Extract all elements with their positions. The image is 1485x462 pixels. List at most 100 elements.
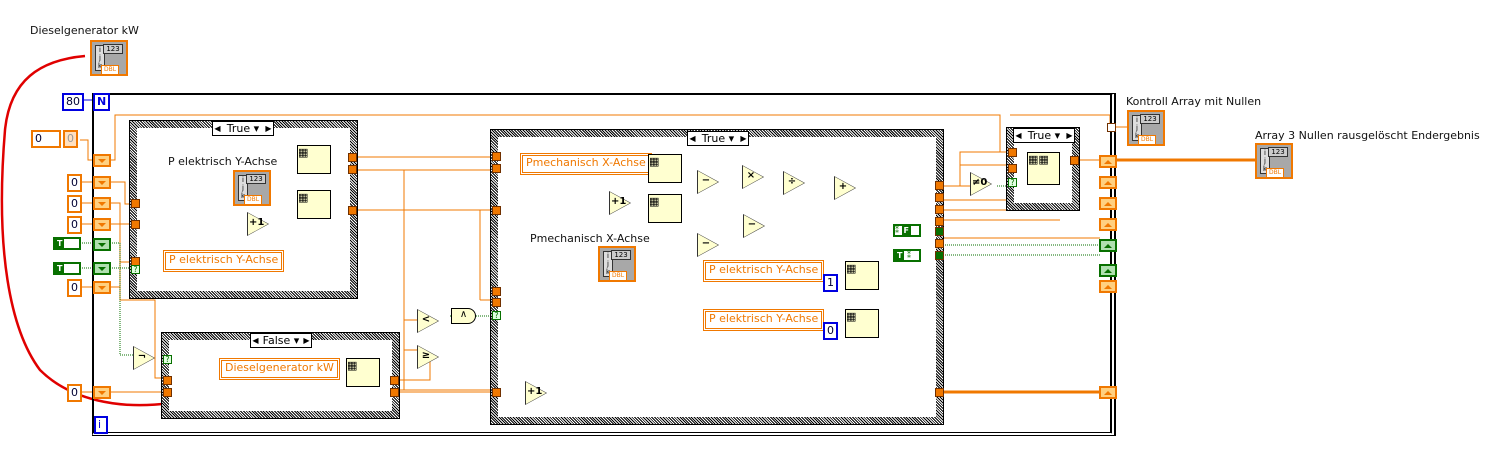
shift-register-right[interactable] [1099,280,1117,293]
tunnel [131,199,140,208]
shift-register-right[interactable] [1099,176,1117,189]
p-elektrisch-local-variable[interactable]: P elektrisch Y-Achse [703,260,825,282]
shift-register-right[interactable] [1099,197,1117,210]
tunnel [935,205,944,214]
tunnel [492,298,501,307]
shift-register-right[interactable] [1099,264,1117,277]
tunnel [348,165,357,174]
tunnel [492,152,501,161]
subtract-node[interactable]: − [743,214,765,238]
index-array-node[interactable]: ▦ [845,261,879,290]
tunnel [935,193,944,202]
shift-register-left[interactable] [93,197,111,210]
numeric-icon: 123 [1140,114,1160,124]
tunnel [348,206,357,215]
index-array-node[interactable]: ▦ [648,194,682,223]
init-constant[interactable]: 0 [67,174,82,192]
pmech-array-label: Pmechanisch X-Achse [530,232,650,245]
shift-register-left[interactable] [93,176,111,189]
greater-equal-node[interactable]: ≥ [417,345,439,369]
and-node[interactable]: ∧ [451,308,476,324]
p-elektrisch-local-variable[interactable]: P elektrisch Y-Achse [163,250,285,272]
shift-register-left[interactable] [93,386,111,399]
boolean-constant-false[interactable]: ⁑ F [893,224,921,237]
kontroll-array-label: Kontroll Array mit Nullen [1126,95,1262,108]
shift-register-right[interactable] [1099,218,1117,231]
loop-count-constant[interactable]: 80 [62,93,84,111]
tunnel [163,388,172,397]
pmech-local-variable[interactable]: Pmechanisch X-Achse [520,153,652,175]
numeric-icon: 123 [1268,147,1288,157]
replace-array-subset-node[interactable]: ▦ [346,358,380,387]
count-terminal[interactable]: N [93,93,111,111]
not-equal-zero-node[interactable]: ≠0 [970,172,992,196]
case-selector[interactable]: ◀True ▾▶ [212,121,274,136]
boolean-constant-true[interactable]: T [53,262,81,275]
case-selector-terminal: ? [163,355,172,364]
tunnel [935,239,944,248]
tunnel [935,217,944,226]
increment-node[interactable]: +1 [609,191,631,215]
tunnel [935,251,944,260]
boolean-constant-true[interactable]: T [53,237,81,250]
shift-register-left[interactable] [93,262,111,275]
dbl-badge: DBL [1138,135,1156,145]
init-constant[interactable]: 0 [67,279,82,297]
init-constant[interactable]: 0 [67,384,82,402]
index-array-node[interactable]: ▦ [845,309,879,338]
case-selector[interactable]: ◀True ▾▶ [687,131,749,146]
replace-array-subset-node[interactable]: ▦ [297,190,331,219]
not-node[interactable]: ¬ [133,346,155,370]
increment-node[interactable]: +1 [247,212,269,236]
shift-register-left[interactable] [93,238,111,251]
subtract-node[interactable]: − [697,170,719,194]
shift-register-left[interactable] [93,218,111,231]
tunnel [935,388,944,397]
case-selector[interactable]: ◀True ▾▶ [1013,128,1075,143]
index-array-node[interactable]: ▦ [648,154,682,183]
subtract-node[interactable]: − [697,233,719,257]
less-than-node[interactable]: < [417,309,439,333]
shift-register-left[interactable] [93,281,111,294]
shift-register-right[interactable] [1099,239,1117,252]
diesel-local-variable[interactable]: Dieselgenerator kW [219,358,340,380]
add-node[interactable]: + [834,176,856,200]
endergebnis-label: Array 3 Nullen rausgelöscht Endergebnis [1255,129,1480,142]
case-selector-terminal: ? [492,311,501,320]
numeric-indicator: 0 [63,130,78,148]
index-constant[interactable]: 0 [823,322,838,340]
increment-node[interactable]: +1 [525,381,547,405]
p-elektrisch-local-variable[interactable]: P elektrisch Y-Achse [703,309,825,331]
index-constant[interactable]: 1 [823,274,838,292]
tunnel [1070,156,1079,165]
shift-register-left[interactable] [93,154,111,167]
init-constant[interactable]: 0 [67,195,82,213]
shift-register-right[interactable] [1099,155,1117,168]
tunnel [1008,148,1017,157]
case-selector[interactable]: ◀False ▾▶ [250,333,312,348]
init-constant[interactable]: 0 [67,216,82,234]
replace-array-subset-node[interactable]: ▦ [297,145,331,174]
tunnel [492,287,501,296]
delete-from-array-node[interactable]: ▦▦ [1027,152,1060,185]
multiply-node[interactable]: × [742,165,764,189]
shift-register-right[interactable] [1099,386,1117,399]
boolean-constant-true[interactable]: T ⁑ [893,249,921,262]
dbl-badge: DBL [1266,168,1284,178]
iteration-terminal[interactable]: i [94,416,108,434]
tunnel [390,388,399,397]
diesel-array-label: Dieselgenerator kW [30,24,139,37]
tunnel [163,376,172,385]
tunnel [935,181,944,190]
numeric-control[interactable]: 0 [31,130,61,148]
indexing-tunnel[interactable] [1107,123,1116,132]
divide-node[interactable]: ÷ [783,171,805,195]
